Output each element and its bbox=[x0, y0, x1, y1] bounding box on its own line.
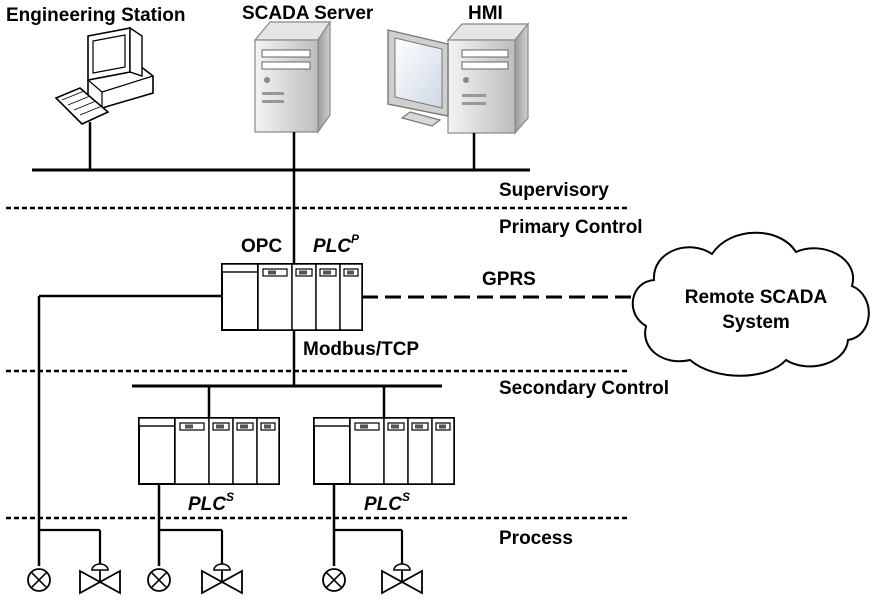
secondary-control-label: Secondary Control bbox=[499, 378, 669, 399]
sensor-icon bbox=[147, 568, 171, 592]
gprs-label: GPRS bbox=[482, 269, 536, 290]
scada-server-label: SCADA Server bbox=[242, 3, 374, 24]
secondary-plc-2-label: PLCS bbox=[364, 490, 410, 515]
process-label: Process bbox=[499, 528, 573, 549]
hmi-icon bbox=[387, 22, 530, 135]
sensor-icon bbox=[27, 568, 51, 592]
engineering-station-label: Engineering Station bbox=[6, 5, 185, 26]
valve-icon bbox=[79, 563, 121, 594]
valve-icon bbox=[381, 563, 423, 594]
remote-scada-line1: Remote SCADA bbox=[685, 287, 828, 308]
secondary-plc-1-rack bbox=[138, 417, 280, 485]
supervisory-label: Supervisory bbox=[499, 180, 609, 201]
primary-plc-label: PLCP bbox=[313, 232, 360, 257]
hmi-label: HMI bbox=[468, 3, 503, 24]
valve-icon bbox=[201, 563, 243, 594]
remote-scada-cloud: Remote SCADA System bbox=[631, 231, 870, 377]
modbus-label: Modbus/TCP bbox=[303, 339, 419, 360]
primary-control-label: Primary Control bbox=[499, 217, 643, 238]
engineering-station-icon bbox=[54, 26, 154, 125]
primary-plc-rack bbox=[221, 263, 363, 331]
secondary-plc-1-label: PLCS bbox=[188, 490, 234, 515]
opc-label: OPC bbox=[241, 236, 282, 257]
sensor-icon bbox=[322, 568, 346, 592]
scada-server-icon bbox=[253, 20, 332, 134]
remote-scada-line2: System bbox=[722, 312, 790, 333]
secondary-plc-2-rack bbox=[313, 417, 455, 485]
